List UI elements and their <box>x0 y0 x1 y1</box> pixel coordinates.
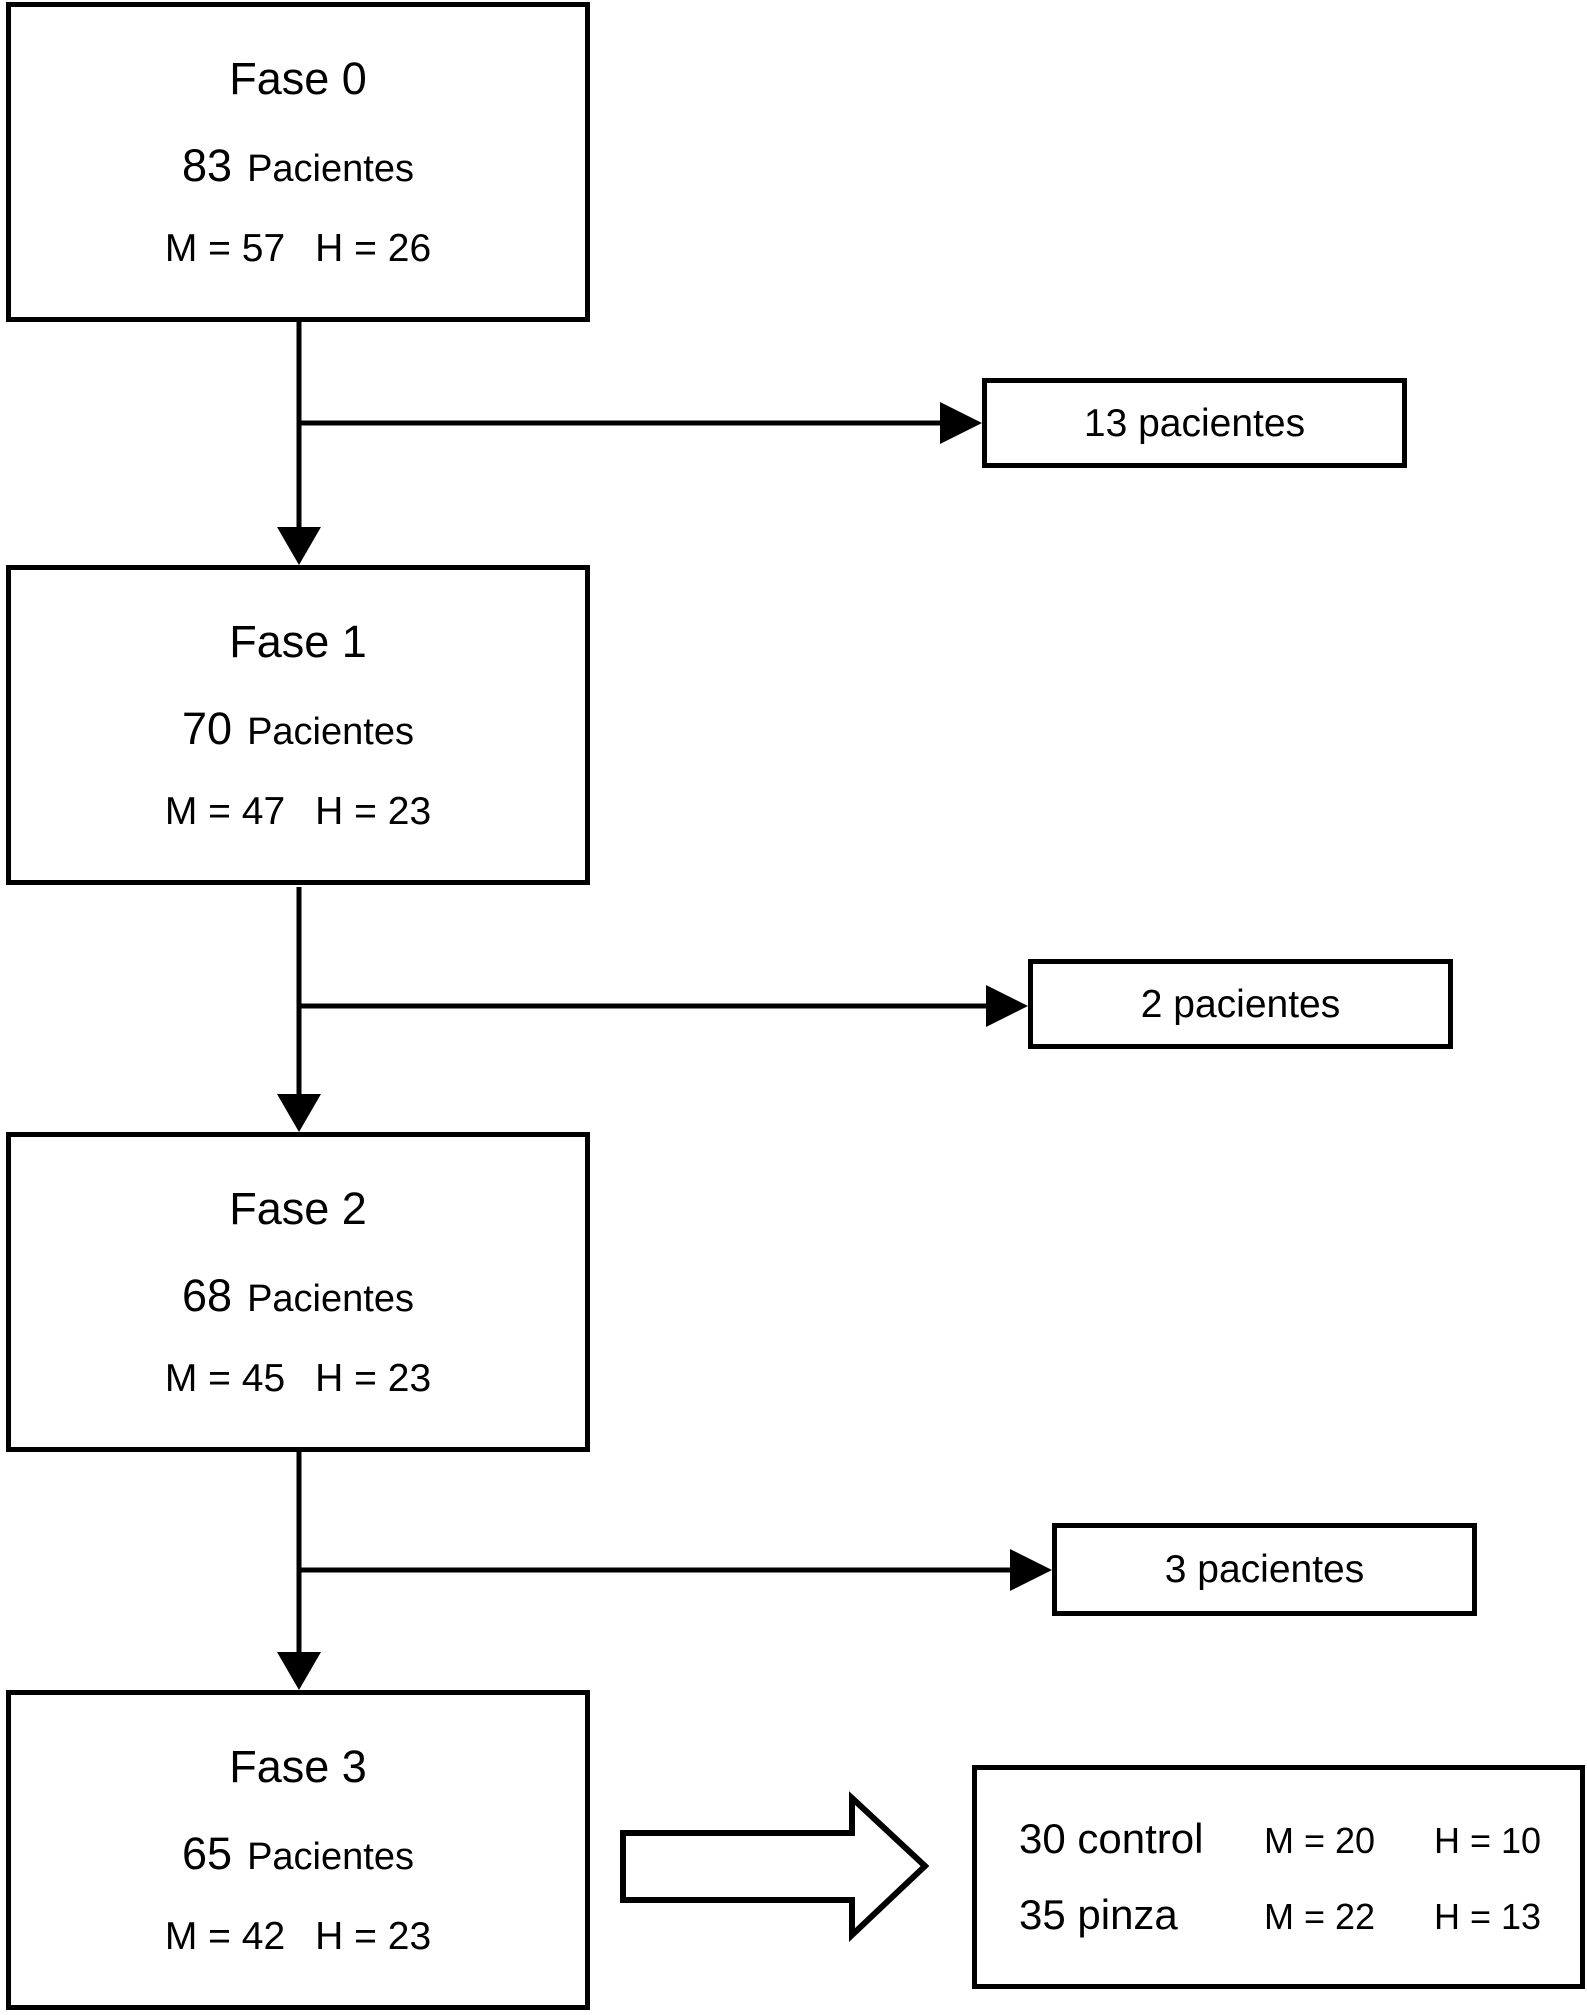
phase-title: Fase 1 <box>229 616 367 668</box>
phase-box-fase-3: Fase 3 65 Pacientes M = 42 H = 23 <box>6 1690 590 2010</box>
patient-count-line: 68 Pacientes <box>182 1273 414 1318</box>
exclusion-label: 13 pacientes <box>1083 401 1306 445</box>
phase-title: Fase 0 <box>229 53 367 105</box>
stat-h: H = 23 <box>315 1356 432 1400</box>
stat-h: H = 13 <box>1434 1896 1542 1937</box>
phase-stats: M = 47 H = 23 <box>165 792 431 831</box>
allocation-group: 30 control <box>1019 1815 1204 1862</box>
stat-m: M = 47 <box>164 789 286 833</box>
exclusion-box-1: 13 pacientes <box>982 378 1407 468</box>
patient-count-line: 65 Pacientes <box>182 1831 414 1876</box>
patient-count-label: Pacientes <box>247 710 414 753</box>
phase-box-fase-1: Fase 1 70 Pacientes M = 47 H = 23 <box>6 565 590 885</box>
stat-h: H = 23 <box>315 1914 432 1958</box>
phase-title: Fase 2 <box>229 1183 367 1235</box>
arrow-down-icon <box>277 1652 321 1690</box>
stat-h: H = 23 <box>315 789 432 833</box>
exclusion-box-2: 2 pacientes <box>1028 959 1453 1049</box>
allocation-box: 30 control M = 20 H = 10 35 pinza M = 22… <box>972 1765 1585 1989</box>
patient-count-label: Pacientes <box>247 147 414 190</box>
allocation-row-control: 30 control M = 20 H = 10 <box>1019 1818 1570 1860</box>
patient-count-label: Pacientes <box>247 1835 414 1878</box>
stat-m: M = 57 <box>164 226 286 270</box>
phase-box-fase-0: Fase 0 83 Pacientes M = 57 H = 26 <box>6 2 590 322</box>
stat-h: H = 10 <box>1434 1820 1542 1861</box>
patient-count-label: Pacientes <box>247 1277 414 1320</box>
patient-count: 65 <box>182 1827 233 1879</box>
arrow-down-icon <box>277 1094 321 1132</box>
exclusion-label: 3 pacientes <box>1164 1548 1365 1591</box>
arrow-right-icon <box>940 402 982 444</box>
patient-count: 83 <box>182 139 233 191</box>
patient-count-line: 70 Pacientes <box>182 706 414 751</box>
arrow-right-icon <box>1010 1549 1052 1591</box>
stat-m: M = 22 <box>1264 1896 1376 1937</box>
patient-count: 68 <box>182 1269 233 1321</box>
block-arrow-right-icon <box>620 1791 930 1942</box>
patient-count: 70 <box>182 702 233 754</box>
stat-m: M = 42 <box>164 1914 286 1958</box>
arrow-right-icon <box>986 985 1028 1027</box>
stat-m: M = 45 <box>164 1356 286 1400</box>
allocation-group: 35 pinza <box>1019 1891 1178 1938</box>
exclusion-label: 2 pacientes <box>1140 982 1341 1026</box>
stat-h: H = 26 <box>315 226 432 270</box>
phase-box-fase-2: Fase 2 68 Pacientes M = 45 H = 23 <box>6 1132 590 1452</box>
arrow-down-icon <box>277 527 321 565</box>
phase-stats: M = 45 H = 23 <box>165 1359 431 1398</box>
phase-title: Fase 3 <box>229 1741 367 1793</box>
exclusion-box-3: 3 pacientes <box>1052 1523 1477 1616</box>
patient-count-line: 83 Pacientes <box>182 143 414 188</box>
phase-stats: M = 57 H = 26 <box>165 229 431 268</box>
stat-m: M = 20 <box>1264 1820 1376 1861</box>
allocation-row-pinza: 35 pinza M = 22 H = 13 <box>1019 1894 1570 1936</box>
phase-stats: M = 42 H = 23 <box>165 1917 431 1956</box>
